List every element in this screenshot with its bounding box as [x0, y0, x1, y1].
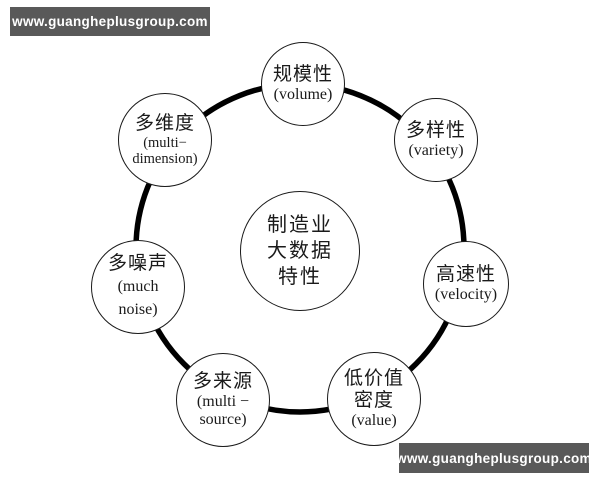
- node-much-noise-label-zh: 多噪声: [107, 252, 168, 274]
- node-volume-label-zh: 规模性: [272, 63, 333, 85]
- node-multi-dimension-label-en-2: dimension): [132, 151, 198, 168]
- node-volume-label-en: (volume): [273, 86, 333, 104]
- node-value-label-zh-1: 低价值: [343, 367, 404, 389]
- node-multi-source-label-en-2: source): [199, 411, 247, 429]
- node-multi-dimension-label-en-1: (multi−: [143, 134, 187, 151]
- center-label-line-3: 特性: [278, 266, 322, 288]
- node-variety: 多样性 (variety): [394, 98, 478, 182]
- center-circle: 制造业 大数据 特性: [240, 191, 360, 311]
- watermark-bottom-right: www.guangheplusgroup.com: [396, 443, 592, 473]
- node-velocity-label-en: (velocity): [434, 286, 498, 304]
- node-value-label-en: (value): [351, 412, 397, 430]
- node-multi-source-label-zh: 多来源: [192, 370, 253, 392]
- node-much-noise-label-en-2: noise): [118, 301, 158, 319]
- node-value: 低价值 密度 (value): [327, 352, 421, 446]
- node-velocity-label-zh: 高速性: [435, 263, 496, 285]
- node-much-noise: 多噪声 (much noise): [91, 240, 185, 334]
- node-velocity: 高速性 (velocity): [423, 241, 509, 327]
- node-value-label-zh-2: 密度: [353, 390, 394, 412]
- node-variety-label-zh: 多样性: [405, 119, 466, 141]
- node-variety-label-en: (variety): [408, 142, 464, 160]
- node-volume: 规模性 (volume): [261, 42, 345, 126]
- node-multi-dimension-label-zh: 多维度: [134, 112, 195, 134]
- node-multi-source: 多来源 (multi − source): [176, 353, 270, 447]
- node-much-noise-label-en-1: (much: [117, 278, 159, 296]
- node-multi-source-label-en-1: (multi −: [196, 393, 250, 411]
- node-multi-dimension: 多维度 (multi− dimension): [118, 93, 212, 187]
- center-label-line-2: 大数据: [267, 240, 333, 262]
- center-label-line-1: 制造业: [267, 214, 333, 236]
- watermark-top-left: www.guangheplusgroup.com: [10, 7, 210, 36]
